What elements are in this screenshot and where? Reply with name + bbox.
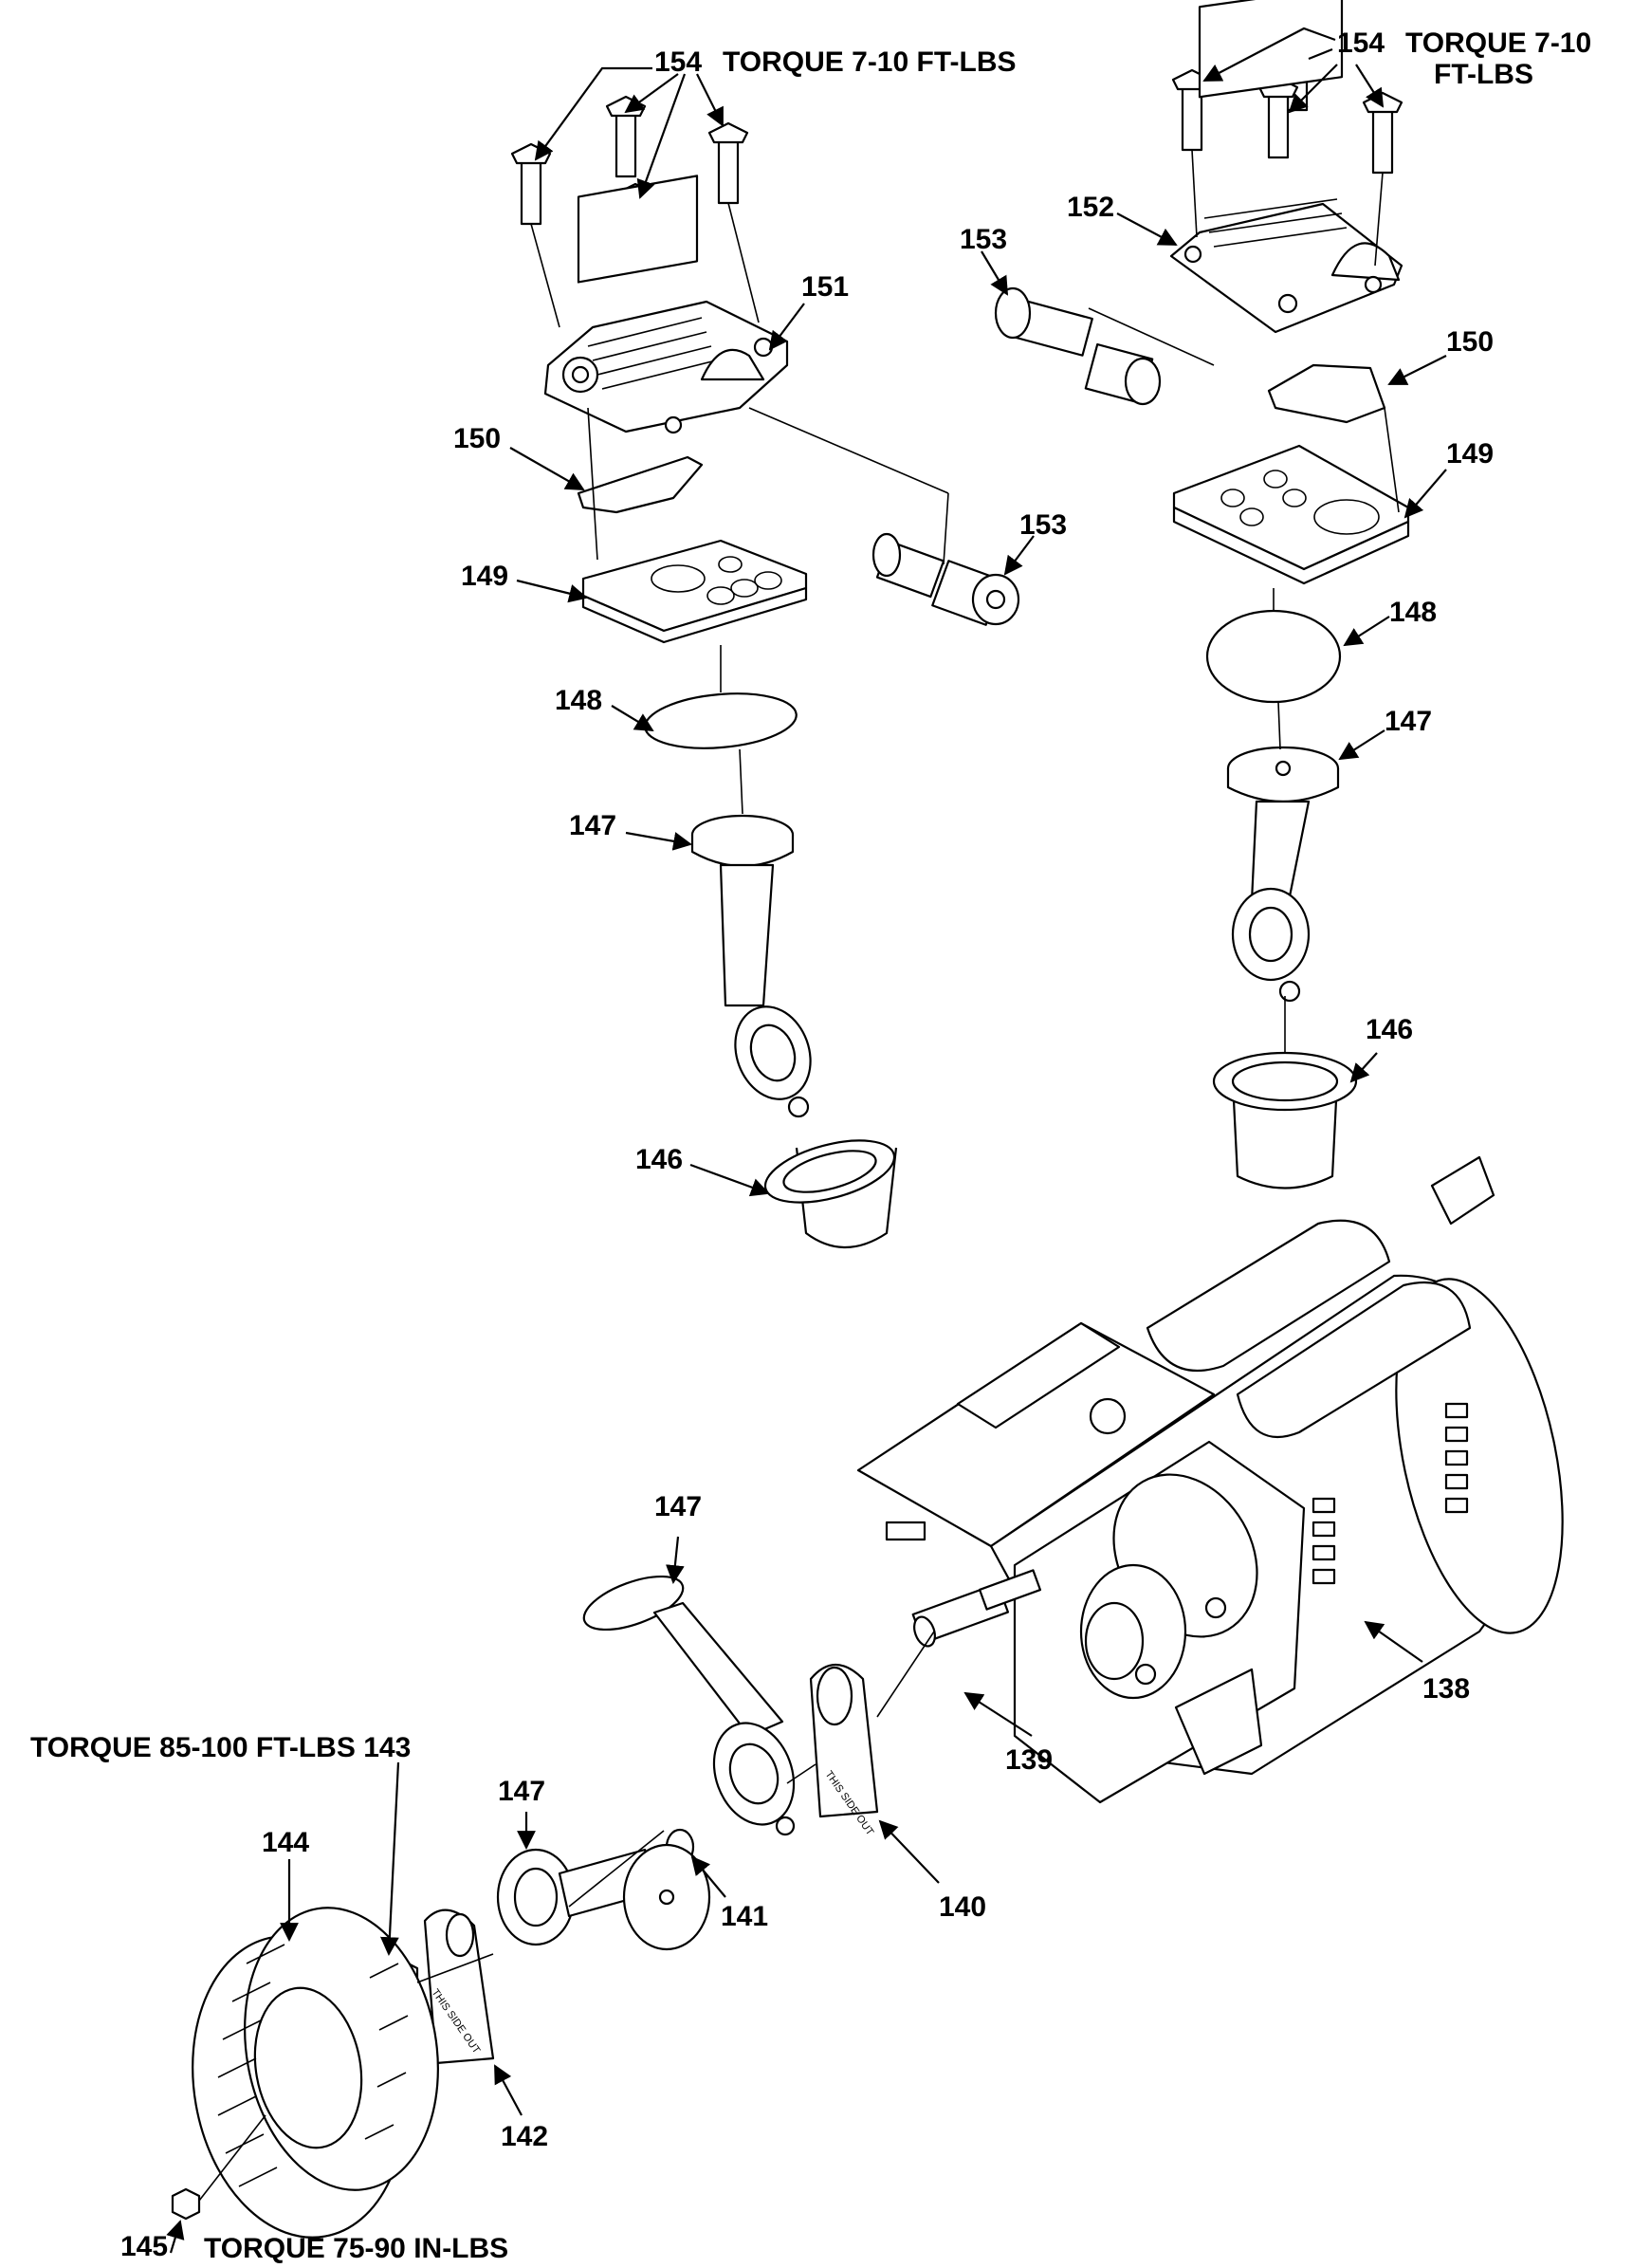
piston-rod-147-front-upper [582,1575,796,1836]
fan-144 [192,1907,439,2239]
head-bolt-154-left-b [605,95,647,178]
o-ring-148-left [644,692,798,749]
callout-154-right-torque-line2: FT-LBS [1434,59,1533,90]
callout-144: 144 [262,1827,309,1858]
callout-140: 140 [939,1891,986,1923]
cylinder-head-151 [543,175,789,434]
callout-138: 138 [1422,1673,1470,1705]
head-bolt-154-right-c [1257,76,1299,159]
callout-143-torque: TORQUE 85-100 FT-LBS 143 [30,1732,411,1763]
eccentric-140 [809,1664,879,1818]
callout-154-left: 154 [654,46,702,78]
callout-150-left: 150 [453,423,501,454]
counterweight-142 [423,1908,495,2065]
callout-154-left-torque: TORQUE 7-10 FT-LBS [723,46,1017,78]
callout-153-mid: 153 [1019,509,1067,541]
callout-145: 145 [120,2231,168,2262]
callout-arrows [166,27,1447,2254]
piston-rod-147-front-lower [496,1843,711,1951]
callout-152: 152 [1067,192,1114,223]
callout-147-left: 147 [569,810,616,841]
motor-crankcase-138 [856,1155,1564,1804]
screw-145 [171,2187,201,2221]
callout-147-lower: 147 [654,1491,702,1522]
o-ring-148-right [1205,609,1342,704]
unloader-valve-153-top [994,286,1162,406]
callout-148-right: 148 [1389,597,1437,628]
callout-149-left: 149 [461,561,508,592]
valve-plate-149-right [1172,444,1410,585]
head-gasket-150-left [577,455,704,514]
callout-146-right: 146 [1366,1014,1413,1045]
head-bolt-154-left-c [707,121,749,205]
cylinder-head-152 [1169,0,1403,334]
callout-151: 151 [801,271,849,303]
assembly-leader-lines [198,149,1400,2202]
callout-153-top: 153 [960,224,1007,255]
callout-147-right: 147 [1385,706,1432,737]
unloader-valve-153-mid [871,532,1020,626]
valve-plate-149-left [581,539,808,644]
callout-150-right: 150 [1446,326,1494,358]
head-bolt-154-left-a [510,142,552,226]
callout-146-left: 146 [635,1144,683,1175]
callout-154-right: 154 [1337,28,1385,59]
callout-154-right-torque-line1: TORQUE 7-10 [1405,28,1591,59]
callout-139: 139 [1005,1744,1053,1776]
callout-147-front: 147 [498,1776,545,1807]
callout-141: 141 [721,1901,768,1932]
callout-149-right: 149 [1446,438,1494,470]
callout-142: 142 [501,2121,548,2152]
crankshaft-139 [911,1569,1042,1648]
piston-rod-147-right [1226,746,1340,1003]
cylinder-sleeve-146-left [763,1139,898,1249]
cylinder-sleeve-146-right [1212,1051,1358,1189]
piston-rod-147-left [690,814,812,1118]
callout-148-left: 148 [555,685,602,716]
head-gasket-150-right [1267,363,1386,424]
callout-145-torque: TORQUE 75-90 IN-LBS [204,2233,508,2264]
